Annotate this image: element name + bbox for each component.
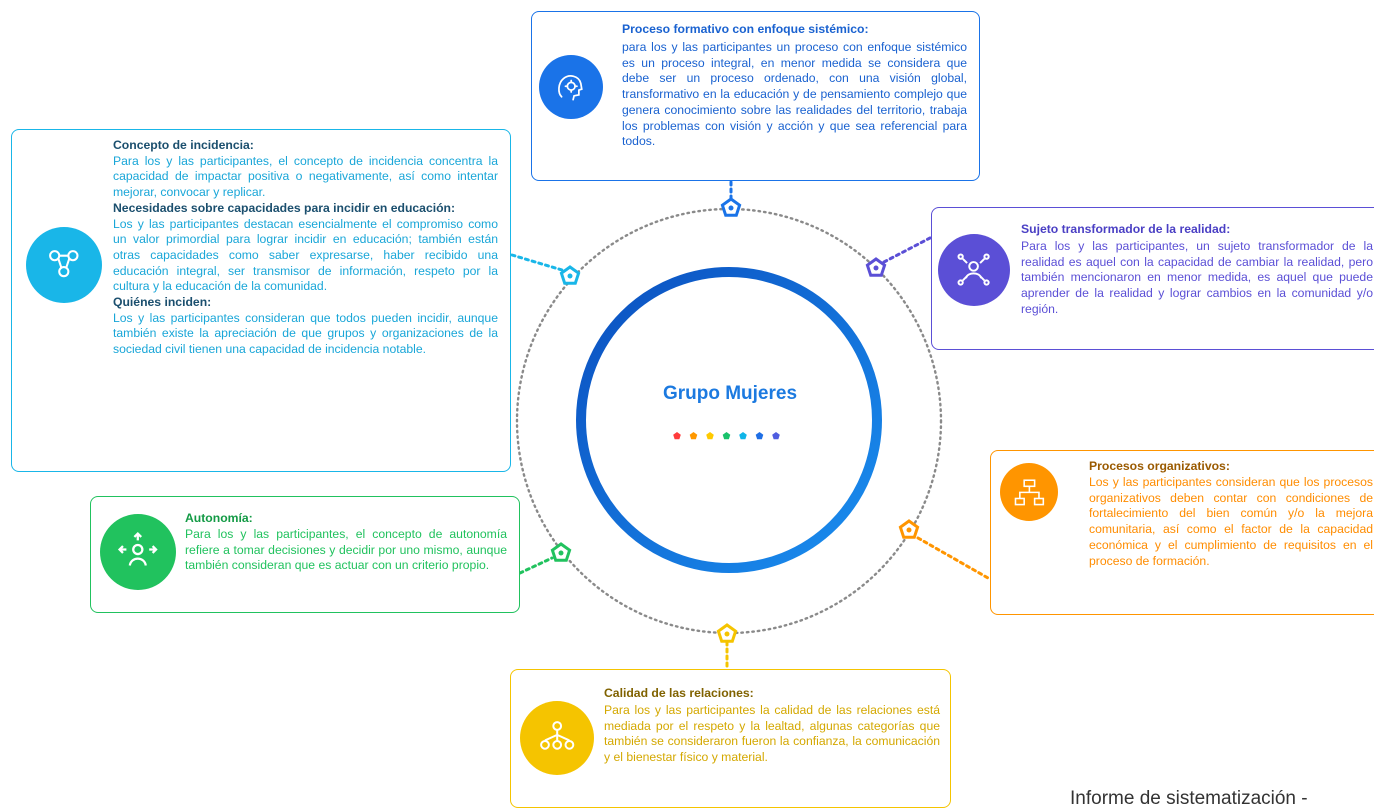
- people-connections-icon: [520, 701, 594, 775]
- quienes-text: Los y las participantes consideran que t…: [113, 310, 498, 357]
- center-dot: [706, 432, 714, 440]
- center-dot: [722, 432, 731, 440]
- incidencia-text: Para los y las participantes, el concept…: [113, 153, 498, 200]
- center-dots: [673, 432, 780, 440]
- connector-sujeto: [882, 236, 932, 264]
- necesidades-text: Los y las participantes destacan esencia…: [113, 216, 498, 294]
- autonomia-title: Autonomía:: [185, 511, 253, 525]
- autonomia-text: Para los y las participantes, el concept…: [185, 527, 507, 573]
- card-proceso-formativo: [531, 11, 980, 181]
- brain-gear-icon: [539, 55, 603, 119]
- center-dot: [772, 432, 780, 440]
- node-procesos: [898, 519, 920, 539]
- quienes-title: Quiénes inciden:: [113, 295, 212, 310]
- connector-procesos: [916, 536, 990, 580]
- node-calidad: [716, 623, 738, 643]
- proceso-text: para los y las participantes un proceso …: [622, 40, 967, 149]
- center-dot: [739, 432, 747, 440]
- outer-dotted-circle: [515, 207, 943, 635]
- person-network-icon: [938, 234, 1010, 306]
- center-title: Grupo Mujeres: [662, 383, 798, 404]
- footer-text: Informe de sistematización -: [1070, 788, 1308, 809]
- procesos-text: Los y las participantes consideran que l…: [1089, 475, 1373, 568]
- person-arrows-icon: [100, 514, 176, 590]
- procesos-title: Procesos organizativos:: [1089, 459, 1230, 473]
- center-dot: [755, 432, 764, 440]
- calidad-title: Calidad de las relaciones:: [604, 686, 754, 700]
- node-proceso: [720, 197, 742, 217]
- incidencia-text-block: Concepto de incidencia: Para los y las p…: [113, 138, 498, 358]
- center-dot: [689, 432, 698, 440]
- connector-autonomia: [518, 556, 554, 575]
- proceso-title: Proceso formativo con enfoque sistémico:: [622, 22, 869, 36]
- sujeto-text: Para los y las participantes, un sujeto …: [1021, 239, 1373, 316]
- inner-ring: [576, 267, 882, 573]
- center-dot: [673, 432, 681, 440]
- node-sujeto: [865, 257, 887, 277]
- sujeto-title: Sujeto transformador de la realidad:: [1021, 222, 1231, 236]
- node-autonomia: [550, 542, 572, 562]
- org-chart-icon: [1000, 463, 1058, 521]
- network-people-icon: [26, 227, 102, 303]
- card-concepto-incidencia: [11, 129, 511, 472]
- calidad-text: Para los y las participantes la calidad …: [604, 703, 940, 765]
- node-incidencia: [559, 265, 581, 285]
- necesidades-title: Necesidades sobre capacidades para incid…: [113, 200, 456, 215]
- connector-incidencia: [510, 253, 564, 272]
- incidencia-title: Concepto de incidencia:: [113, 138, 254, 152]
